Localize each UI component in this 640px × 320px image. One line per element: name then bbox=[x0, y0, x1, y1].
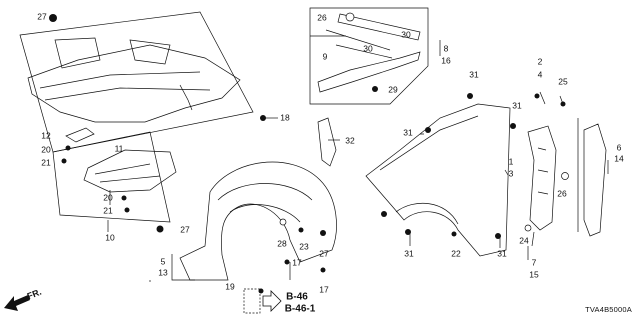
fender-liner bbox=[179, 161, 337, 281]
callout-31e: 31 bbox=[497, 248, 507, 259]
callout-13: 13 bbox=[158, 267, 168, 278]
callout-20: 20 bbox=[41, 144, 51, 155]
ref-box bbox=[243, 288, 261, 314]
callout-16: 16 bbox=[441, 55, 451, 66]
fender-bracket bbox=[527, 125, 557, 231]
callout-1: 1 bbox=[508, 156, 514, 167]
callout-30b: 30 bbox=[363, 43, 373, 54]
callout-22: 22 bbox=[451, 248, 461, 259]
side-garnish bbox=[317, 51, 421, 93]
callout-17: 17 bbox=[292, 257, 302, 268]
ref-b46-1: B-46-1 bbox=[284, 303, 316, 315]
callout-14: 14 bbox=[614, 153, 624, 164]
callout-6: 6 bbox=[616, 142, 622, 153]
callout-27: 27 bbox=[37, 11, 47, 22]
callout-10: 10 bbox=[105, 232, 115, 243]
callout-18: 18 bbox=[280, 112, 290, 123]
callout-20b: 20 bbox=[103, 192, 113, 203]
undercover-frame-inner bbox=[52, 131, 171, 223]
callout-31d: 31 bbox=[404, 248, 414, 259]
callout-19: 19 bbox=[225, 281, 235, 292]
undercover-frame bbox=[19, 11, 254, 153]
fender-seal bbox=[583, 123, 607, 237]
callout-26: 26 bbox=[317, 12, 327, 23]
callout-9: 9 bbox=[322, 51, 328, 62]
ref-b46: B-46 bbox=[286, 291, 308, 303]
callout-15: 15 bbox=[529, 269, 539, 280]
callout-31b: 31 bbox=[512, 100, 522, 111]
ref-arrow bbox=[262, 290, 282, 312]
engine-undercover bbox=[27, 44, 241, 123]
fr-arrow bbox=[4, 295, 30, 311]
callout-21: 21 bbox=[41, 157, 51, 168]
callout-2: 2 bbox=[537, 56, 543, 67]
garnish-frame bbox=[309, 7, 429, 105]
callout-32: 32 bbox=[345, 135, 355, 146]
callout-3: 3 bbox=[508, 168, 514, 179]
front-fender bbox=[365, 103, 511, 257]
callout-4: 4 bbox=[537, 69, 543, 80]
callout-17b: 17 bbox=[319, 284, 329, 295]
bracket-32 bbox=[317, 117, 337, 167]
callout-26b: 26 bbox=[557, 188, 567, 199]
callout-5: 5 bbox=[160, 256, 166, 267]
callout-28: 28 bbox=[277, 238, 287, 249]
callout-29: 29 bbox=[388, 84, 398, 95]
callout-21b: 21 bbox=[103, 205, 113, 216]
callout-23: 23 bbox=[299, 241, 309, 252]
diagram-code: TVA4B5000A bbox=[585, 305, 632, 314]
callout-27b: 27 bbox=[180, 224, 190, 235]
callout-24: 24 bbox=[519, 235, 529, 246]
callout-25: 25 bbox=[558, 76, 568, 87]
callout-31c: 31 bbox=[403, 127, 413, 138]
fastener bbox=[49, 14, 57, 22]
callout-27c: 27 bbox=[319, 248, 329, 259]
splash-shield bbox=[83, 149, 177, 193]
callout-7: 7 bbox=[531, 257, 537, 268]
callout-31: 31 bbox=[469, 69, 479, 80]
callout-8: 8 bbox=[443, 43, 449, 54]
callout-12: 12 bbox=[41, 130, 51, 141]
bracket-12 bbox=[65, 127, 95, 143]
callout-30: 30 bbox=[401, 29, 411, 40]
callout-11: 11 bbox=[114, 143, 124, 154]
